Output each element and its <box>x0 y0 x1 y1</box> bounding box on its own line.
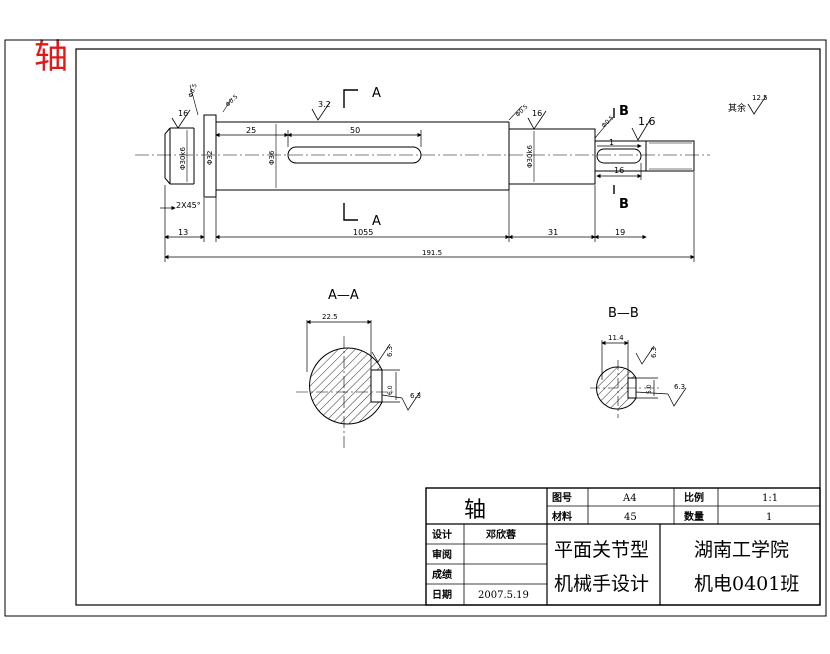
dim-16-small: 16 <box>614 166 624 175</box>
tb-project-line1: 平面关节型 <box>554 539 649 561</box>
dim-31: 31 <box>548 228 558 237</box>
tb-drawing-no-label: 图号 <box>552 492 572 504</box>
bb-keyw: 5.0 <box>646 384 653 394</box>
dim-1055: 1055 <box>353 228 373 237</box>
dim-16-right: 16 <box>532 109 542 118</box>
dia-left: Φ30k6 <box>179 147 187 170</box>
section-aa-view: 22.5 6.0 6.3 6.3 <box>296 313 421 448</box>
dim-16-top: 16 <box>178 109 188 118</box>
bb-width: 11.4 <box>608 334 624 342</box>
inner-frame <box>75 48 821 606</box>
shaft-main-view <box>135 114 710 198</box>
dim-19: 19 <box>615 228 625 237</box>
tb-date-label: 日期 <box>432 588 452 601</box>
aa-rough2: 6.3 <box>410 392 421 400</box>
rough-32: 3.2 <box>318 100 331 109</box>
dim-25: 25 <box>246 126 256 135</box>
dim-13: 13 <box>178 228 188 237</box>
leader-2: Φ0.5 <box>224 93 239 108</box>
rough-16: 1.6 <box>638 115 656 128</box>
outer-frame <box>4 39 827 617</box>
leader-3: Φ0.5 <box>514 103 529 118</box>
dim-1915: 191.5 <box>422 249 442 257</box>
tb-material: 45 <box>624 512 637 523</box>
section-b-top: B <box>619 104 629 119</box>
dia-middle: Φ36 <box>268 150 276 165</box>
tb-designer: 邓欣蓉 <box>485 528 516 541</box>
tb-scale-label: 比例 <box>684 491 704 504</box>
tb-drawing-no: A4 <box>622 493 637 504</box>
section-a-bottom: A <box>372 214 381 229</box>
bb-rough2: 6.3 <box>674 383 685 391</box>
bb-rough1: 6.3 <box>650 347 658 358</box>
section-bb-view: 11.4 5.0 6.3 6.3 <box>590 334 687 418</box>
tb-qty: 1 <box>766 512 772 523</box>
tb-qty-label: 数量 <box>684 510 704 523</box>
dia-collar: Φ32 <box>206 151 214 165</box>
aa-rough1: 6.3 <box>386 346 394 357</box>
chamfer-note: 2X45° <box>176 201 201 210</box>
tb-material-label: 材料 <box>552 510 572 523</box>
tb-scale: 1:1 <box>762 493 778 504</box>
tb-date: 2007.5.19 <box>478 590 529 601</box>
tb-school-line2: 机电0401班 <box>694 573 799 595</box>
leader-1: Φ0.5 <box>187 83 199 99</box>
section-bb-title: B—B <box>608 306 639 321</box>
section-markers <box>343 89 615 221</box>
section-aa-title: A—A <box>328 288 359 303</box>
section-a-top: A <box>372 86 381 101</box>
dim-1: 1 <box>609 138 614 147</box>
tb-grade-label: 成绩 <box>432 568 452 581</box>
dim-50: 50 <box>350 126 360 135</box>
section-b-bottom: B <box>619 197 629 212</box>
corner-part-name: 轴 <box>34 37 68 77</box>
aa-keyw: 6.0 <box>387 385 394 395</box>
rough-others-label: 其余 <box>728 102 746 114</box>
dia-right: Φ30k6 <box>526 145 534 168</box>
aa-width: 22.5 <box>322 313 338 321</box>
tb-part-name: 轴 <box>464 498 486 523</box>
tb-design-label: 设计 <box>432 528 452 541</box>
title-block <box>425 487 821 606</box>
rough-125: 12.5 <box>752 94 768 102</box>
tb-review-label: 审阅 <box>432 548 452 561</box>
tb-school-line1: 湖南工学院 <box>694 539 789 561</box>
tb-project-line2: 机械手设计 <box>554 573 649 595</box>
